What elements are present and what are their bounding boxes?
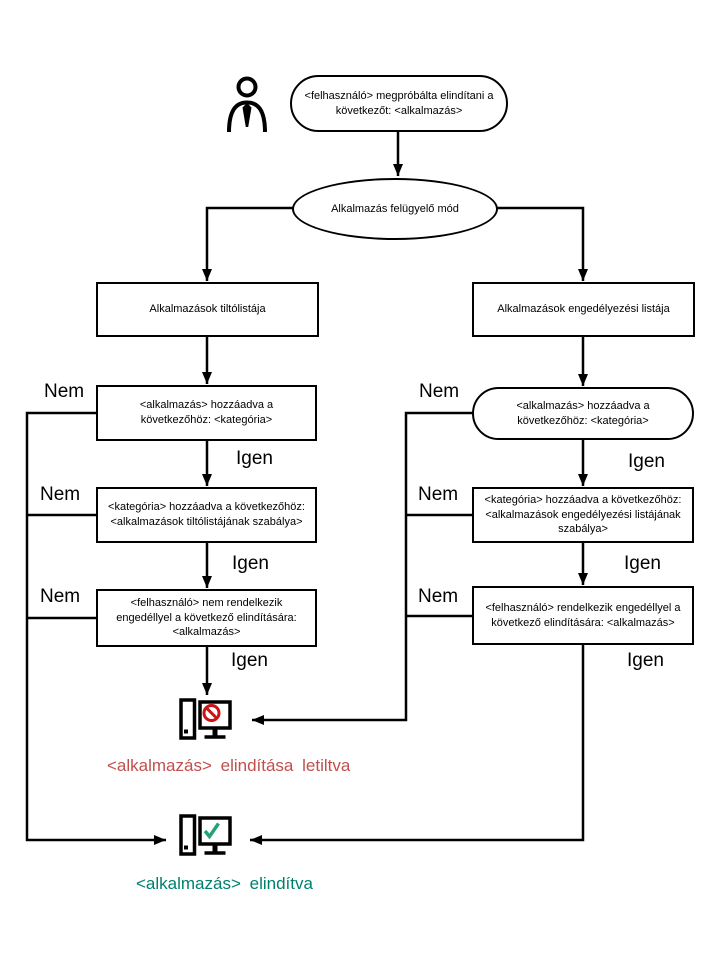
allowlist-title-node: Alkalmazások engedélyezési listája (472, 282, 695, 337)
allowlist-step2-node: <kategória> hozzáadva a következőhöz: <a… (472, 487, 694, 543)
allowlist-step3-node: <felhasználó> rendelkezik engedéllyel a … (472, 586, 694, 645)
no-label-deny-3: Nem (40, 586, 81, 607)
edge-a3-igen-started (250, 645, 585, 845)
yes-label-deny-2: Igen (232, 553, 269, 574)
no-label-allow-1: Nem (419, 381, 460, 402)
no-label-allow-2: Nem (418, 484, 459, 505)
computer-check-icon (179, 814, 232, 856)
denylist-step1-node: <alkalmazás> hozzáadva a következőhöz: <… (96, 385, 317, 441)
denylist-step3-node: <felhasználó> nem rendelkezik engedéllye… (96, 589, 317, 647)
blocked-outcome-text: <alkalmazás> elindítása letiltva (107, 756, 351, 775)
check-mark-icon (203, 822, 220, 840)
edge-mode-to-allowlist (497, 206, 588, 281)
yes-label-deny-3: Igen (231, 650, 268, 671)
yes-label-allow-2: Igen (624, 553, 661, 574)
yes-label-deny-1: Igen (236, 448, 273, 469)
yes-label-allow-3: Igen (627, 650, 664, 671)
allowlist-step1-node: <alkalmazás> hozzáadva a következőhöz: <… (472, 387, 694, 440)
computer-blocked-icon (179, 698, 232, 740)
mode-node: Alkalmazás felügyelő mód (292, 178, 498, 240)
start-node: <felhasználó> megpróbálta elindítani a k… (290, 75, 508, 132)
no-label-deny-2: Nem (40, 484, 81, 505)
prohibition-sign-icon (202, 704, 221, 722)
yes-label-allow-1: Igen (628, 451, 665, 472)
no-label-allow-3: Nem (418, 586, 459, 607)
person-icon (227, 76, 267, 133)
edge-allow-nem-to-blocked (252, 411, 472, 725)
no-label-deny-1: Nem (44, 381, 85, 402)
edge-mode-to-denylist (202, 206, 293, 281)
started-outcome-text: <alkalmazás> elindítva (136, 874, 313, 893)
denylist-title-node: Alkalmazások tiltólistája (96, 282, 319, 337)
denylist-step2-node: <kategória> hozzáadva a következőhöz: <a… (96, 487, 317, 543)
